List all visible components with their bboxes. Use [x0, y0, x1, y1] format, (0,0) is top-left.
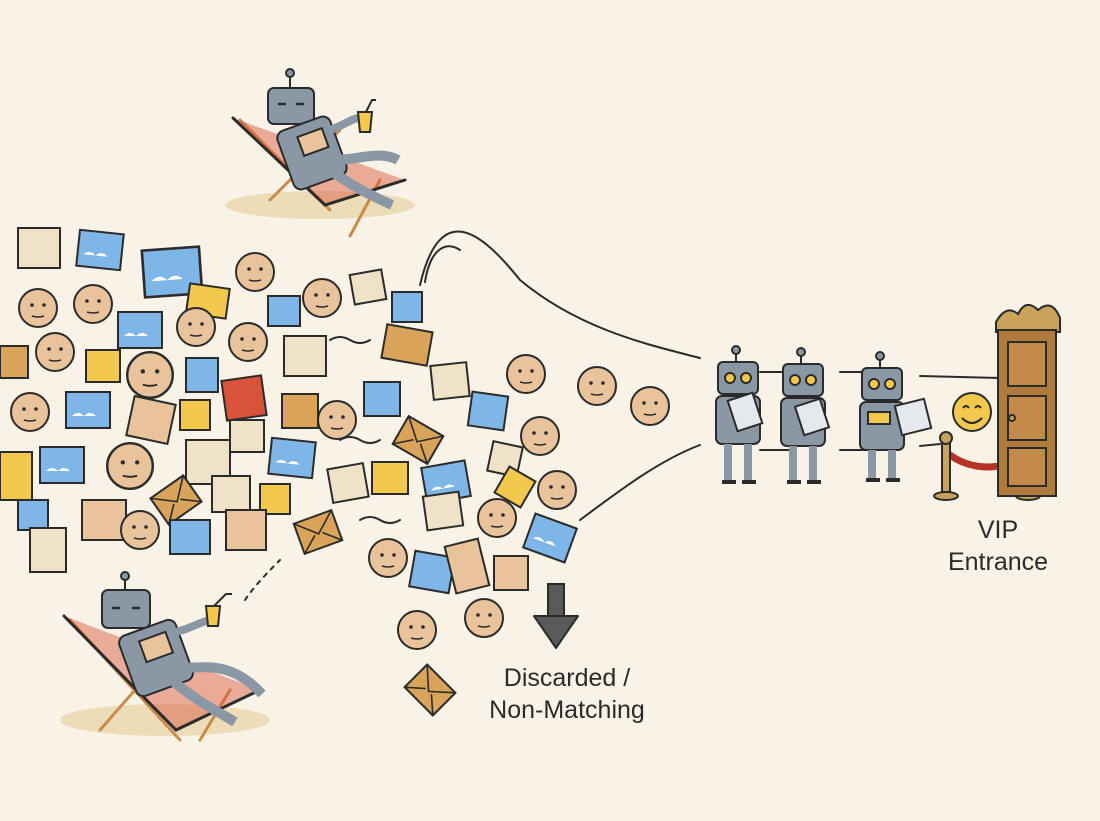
face-icon	[537, 470, 577, 510]
paper-card	[267, 295, 301, 327]
photo-icon	[65, 391, 111, 429]
door-icon	[995, 303, 1061, 497]
funnel-bottom-edge	[579, 444, 701, 521]
motion-squiggle-2	[359, 516, 401, 524]
vip-entrance-label: VIP Entrance	[928, 514, 1068, 578]
face-icon	[120, 510, 160, 550]
lounging-robot-top	[225, 68, 415, 238]
photo-icon	[39, 446, 85, 484]
face-icon	[228, 322, 268, 362]
paper-card	[225, 509, 267, 551]
paper-card	[125, 394, 177, 446]
paper-card	[0, 345, 29, 379]
face-icon	[35, 332, 75, 372]
face-icon	[368, 538, 408, 578]
paper-card	[281, 393, 319, 429]
motion-squiggle-1	[339, 436, 381, 444]
clipboard-icon	[893, 397, 933, 437]
photo-icon	[522, 512, 578, 564]
envelope-icon	[391, 415, 445, 465]
face-icon	[176, 307, 216, 347]
paper-card	[211, 475, 251, 513]
inspector-robot-2	[780, 347, 831, 484]
envelope-icon	[292, 509, 344, 555]
paper-card	[391, 291, 423, 323]
paper-card	[421, 490, 465, 532]
inspector-robot-3	[859, 351, 933, 482]
photo-icon	[75, 228, 125, 272]
inspector-robot-1	[715, 345, 764, 484]
face-icon	[18, 288, 58, 328]
throw-trail	[244, 559, 281, 601]
flow-lines	[244, 230, 1001, 601]
face-icon	[506, 354, 546, 394]
paper-card	[185, 357, 219, 393]
paper-card	[85, 349, 121, 383]
paper-card	[220, 374, 268, 422]
discarded-label: Discarded / Non-Matching	[462, 662, 672, 726]
paper-card	[29, 527, 67, 573]
smiley-icon	[952, 392, 992, 432]
discarded-items	[368, 537, 579, 717]
clipboard-icon	[793, 397, 831, 437]
paper-card	[229, 419, 265, 453]
paper-card	[429, 361, 471, 401]
face-icon	[73, 284, 113, 324]
face-icon	[397, 610, 437, 650]
face-icon	[477, 498, 517, 538]
paper-card	[179, 399, 211, 431]
paper-card	[493, 555, 529, 591]
paper-card	[326, 461, 370, 505]
face-icon	[520, 416, 560, 456]
incoming-faces	[506, 354, 670, 426]
paper-card	[466, 390, 510, 432]
paper-card	[371, 461, 409, 495]
vip-label-line1: VIP	[977, 516, 1019, 544]
paper-card	[348, 268, 388, 306]
discarded-label-line1: Discarded /	[503, 664, 631, 692]
discarded-label-line2: Non-Matching	[489, 696, 645, 724]
face-icon	[317, 400, 357, 440]
vip-label-line2: Entrance	[947, 548, 1049, 576]
face-icon	[105, 442, 155, 490]
paper-card	[283, 335, 327, 377]
envelope-icon	[403, 663, 457, 717]
face-icon	[235, 252, 275, 292]
lounging-robot-bottom	[60, 571, 270, 742]
drink-icon	[204, 593, 232, 627]
clipboard-icon	[726, 391, 764, 433]
face-icon	[302, 278, 342, 318]
funnel-top-edge	[419, 230, 701, 359]
paper-card	[493, 465, 537, 509]
face-icon	[630, 386, 670, 426]
photo-icon	[117, 311, 163, 349]
inspector-robots	[715, 345, 933, 484]
robot-icon	[859, 351, 905, 482]
face-icon	[10, 392, 50, 432]
paper-card	[169, 519, 211, 555]
paper-card	[81, 499, 127, 541]
paper-card	[443, 537, 491, 595]
paper-card	[380, 323, 434, 367]
drink-icon	[356, 99, 376, 133]
robot-icon	[101, 571, 266, 727]
motion-squiggle-3	[329, 336, 371, 344]
photo-icon	[267, 436, 317, 480]
paper-card	[363, 381, 401, 417]
face-icon	[464, 598, 504, 638]
face-icon	[125, 351, 175, 399]
robot-icon	[267, 68, 401, 210]
down-arrow-icon	[533, 583, 579, 649]
paper-card	[17, 499, 49, 531]
paper-card	[17, 227, 61, 269]
face-icon	[577, 366, 617, 406]
item-pile	[0, 227, 578, 573]
paper-card	[0, 451, 33, 501]
arc-swoosh	[424, 245, 461, 283]
